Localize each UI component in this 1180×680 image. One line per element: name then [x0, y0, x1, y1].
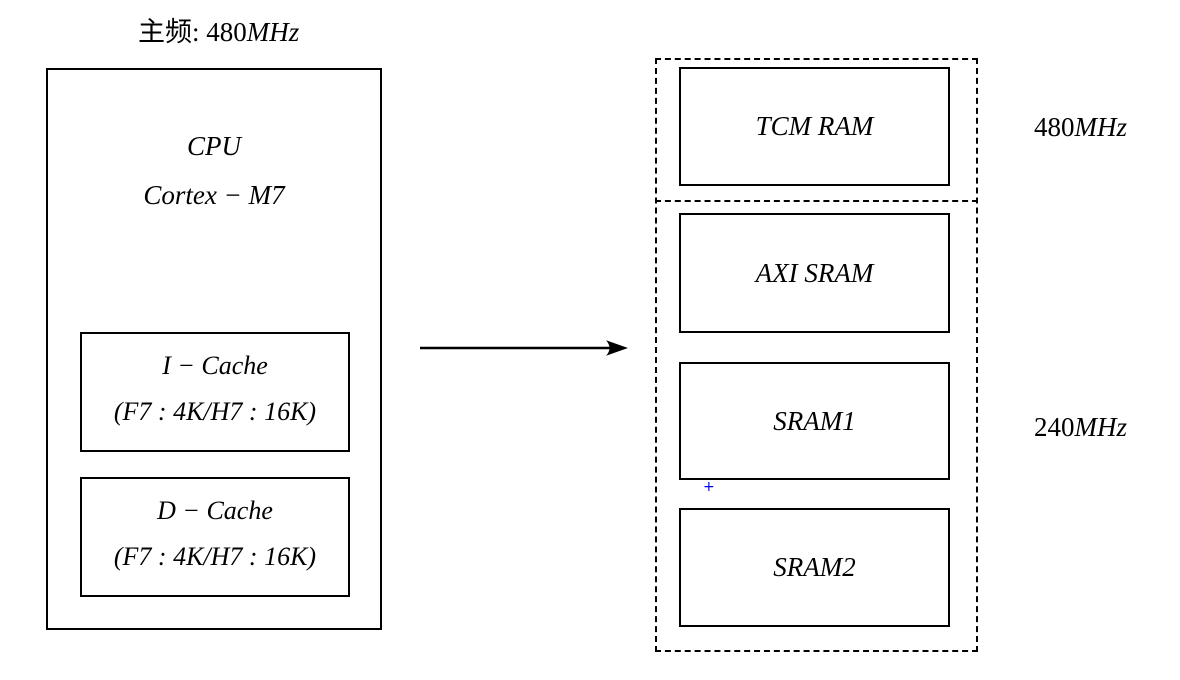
tcm-ram-block: TCM RAM	[679, 67, 950, 186]
cpu-to-memory-arrow-icon	[420, 340, 628, 356]
icache-block: I − Cache (F7 : 4K/H7 : 16K)	[80, 332, 350, 452]
clock-frequency-title: 主频: 480MHz	[138, 10, 299, 49]
axi-sram-label: AXI SRAM	[755, 257, 874, 288]
clock-frequency-value: 480	[206, 17, 247, 47]
clock-frequency-unit: MHz	[246, 17, 300, 47]
tcm-domain-frequency-unit: MHz	[1074, 112, 1128, 142]
tcm-domain-frequency-label: 480MHz	[1034, 112, 1127, 143]
sram1-label: SRAM1	[773, 405, 856, 436]
icache-name: I − Cache	[162, 351, 268, 380]
dcache-block: D − Cache (F7 : 4K/H7 : 16K)	[80, 477, 350, 597]
memory-region-block: TCM RAM AXI SRAM SRAM1 + SRAM2	[655, 58, 978, 652]
sram2-block: SRAM2	[679, 508, 950, 627]
clock-frequency-prefix: 主频:	[138, 17, 200, 47]
sram-domain-frequency-label: 240MHz	[1034, 412, 1127, 443]
cursor-plus-mark: +	[703, 479, 715, 495]
axi-sram-block: AXI SRAM	[679, 213, 950, 333]
cpu-model: Cortex − M7	[143, 180, 285, 210]
cpu-title: CPU Cortex − M7	[48, 122, 380, 220]
tcm-domain-frequency-value: 480	[1034, 112, 1075, 142]
tcm-ram-label: TCM RAM	[755, 111, 874, 141]
dcache-name: D − Cache	[157, 496, 273, 525]
clock-domain-divider	[655, 200, 978, 202]
sram1-block: SRAM1	[679, 362, 950, 480]
cpu-name: CPU	[187, 131, 241, 161]
cpu-block: CPU Cortex − M7 I − Cache (F7 : 4K/H7 : …	[46, 68, 382, 630]
sram-domain-frequency-unit: MHz	[1074, 412, 1128, 442]
dcache-size-detail: (F7 : 4K/H7 : 16K)	[113, 542, 317, 571]
sram2-label: SRAM2	[773, 552, 856, 582]
icache-size-detail: (F7 : 4K/H7 : 16K)	[113, 397, 317, 426]
sram-domain-frequency-value: 240	[1034, 412, 1075, 442]
